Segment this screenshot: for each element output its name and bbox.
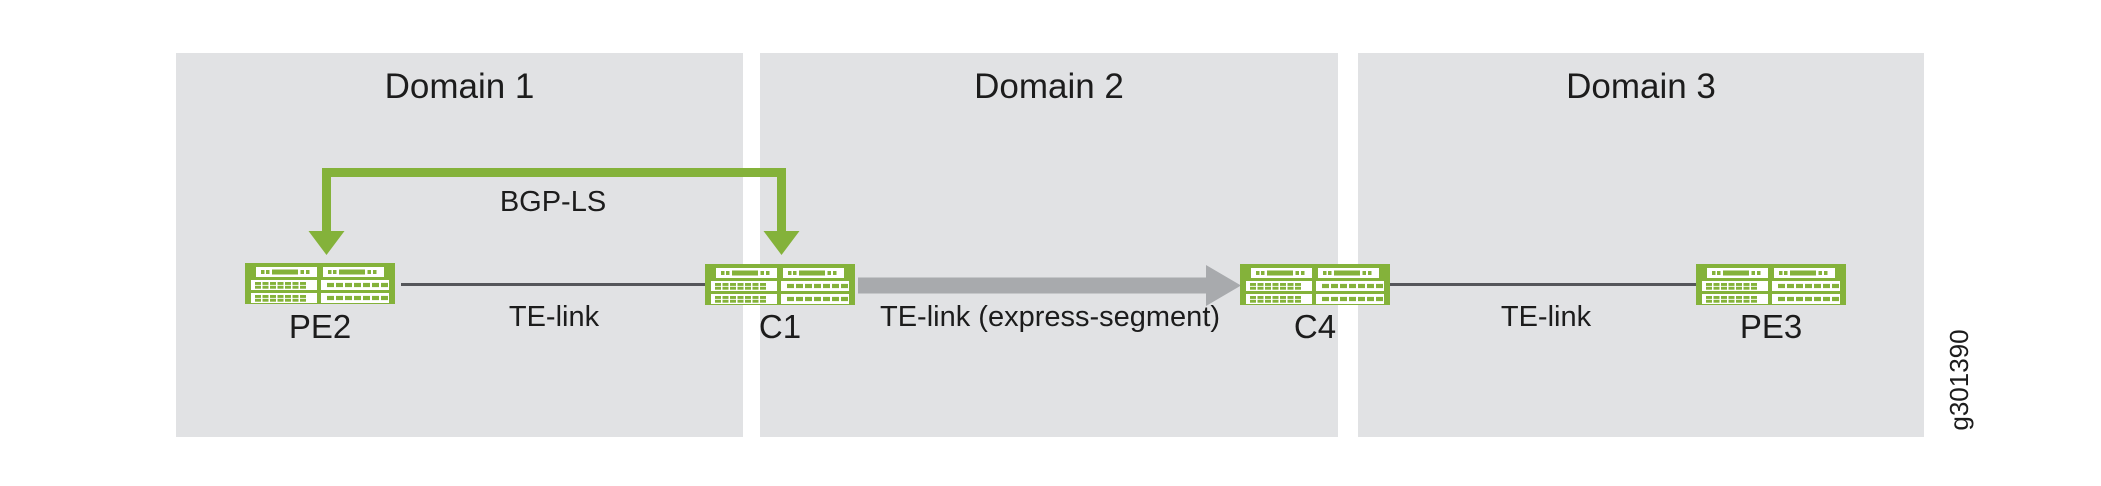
express-segment-arrowhead bbox=[1206, 265, 1241, 306]
router-label-c1: C1 bbox=[758, 308, 802, 345]
router-label-c4: C4 bbox=[1293, 308, 1337, 345]
domain-3-box: Domain 3 bbox=[1358, 53, 1924, 437]
bgp-ls-arrowhead-right bbox=[763, 231, 800, 255]
router-label-pe3: PE3 bbox=[1739, 308, 1803, 345]
bgp-ls-arrowhead-left bbox=[308, 231, 345, 255]
figure-id-label: g301390 bbox=[1944, 329, 1974, 431]
express-segment-label: TE-link (express-segment) bbox=[880, 301, 1221, 333]
te-link-label-2: TE-link bbox=[1500, 301, 1592, 333]
bgp-ls-arrow-line bbox=[322, 168, 786, 233]
domain-3-label: Domain 3 bbox=[1566, 67, 1716, 106]
router-icon-c4 bbox=[1240, 264, 1390, 305]
router-label-pe2: PE2 bbox=[288, 308, 352, 345]
router-icon-pe2 bbox=[245, 263, 395, 304]
domain-2-label: Domain 2 bbox=[974, 67, 1124, 106]
te-link-label-1: TE-link bbox=[508, 301, 600, 333]
router-icon-c1 bbox=[705, 264, 855, 305]
domain-1-box: Domain 1 bbox=[176, 53, 743, 437]
bgp-ls-label: BGP-LS bbox=[499, 186, 607, 218]
domain-2-box: Domain 2 bbox=[760, 53, 1338, 437]
domain-1-label: Domain 1 bbox=[384, 67, 535, 106]
router-icon-pe3 bbox=[1696, 264, 1846, 305]
